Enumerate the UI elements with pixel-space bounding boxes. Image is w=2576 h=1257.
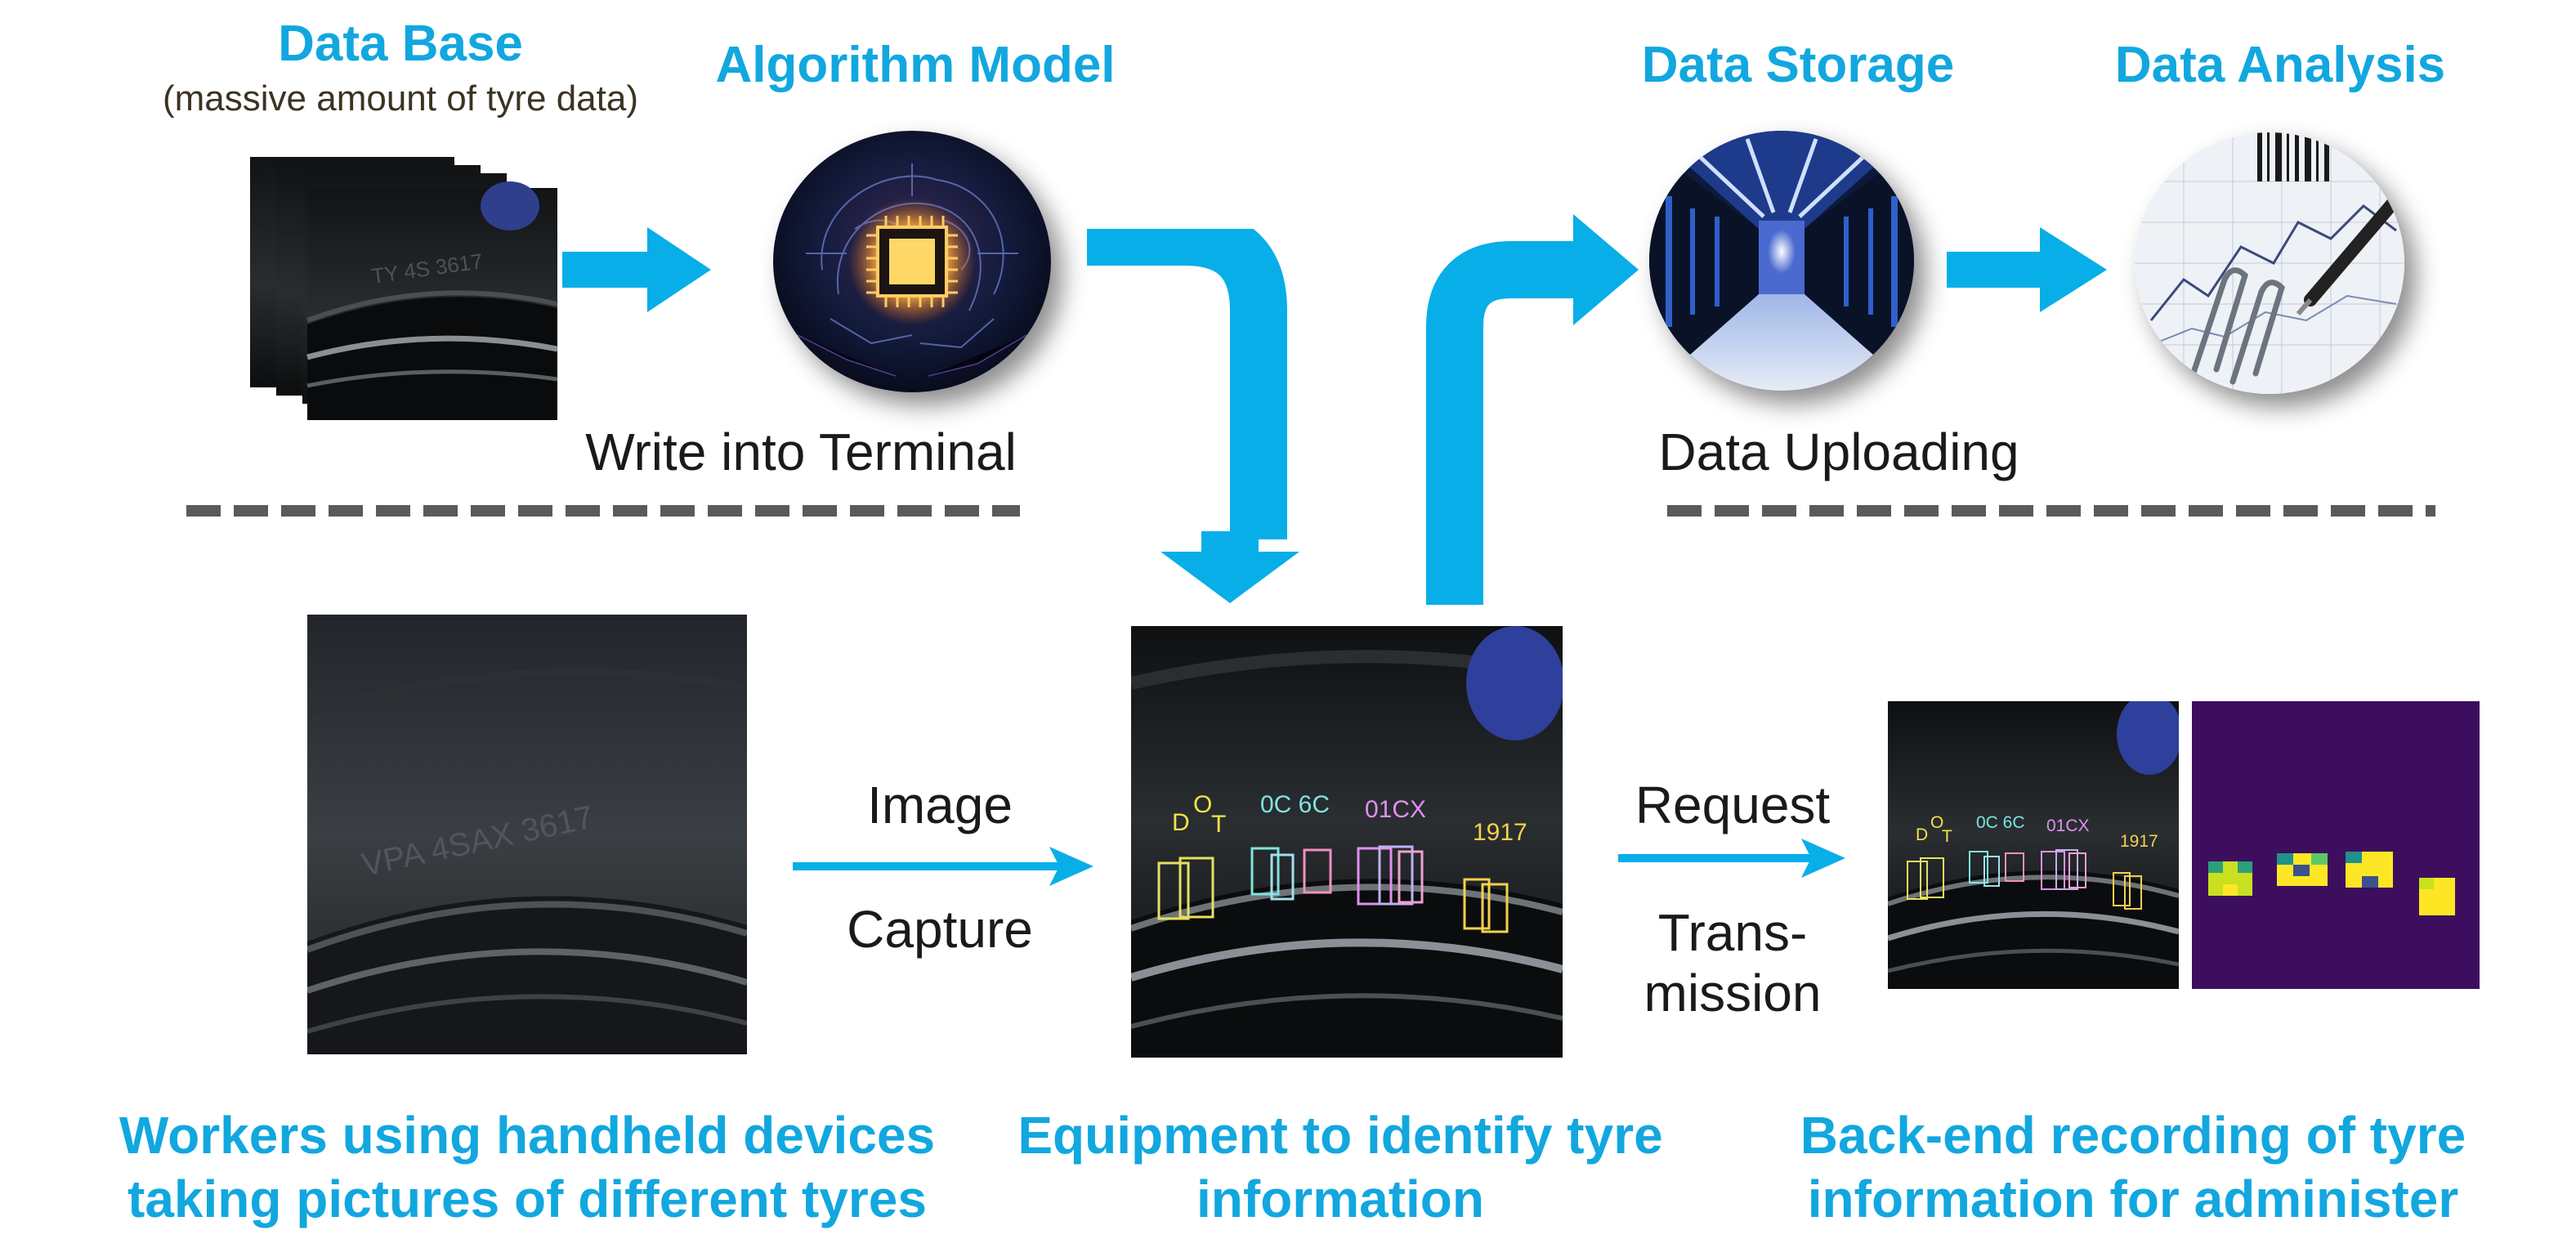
- data-storage-image: [1649, 131, 1914, 391]
- be-dot-o: O: [1930, 813, 1943, 832]
- workers-caption-line2: taking pictures of different tyres: [127, 1170, 927, 1228]
- analysis-title: Data Analysis: [2114, 37, 2446, 93]
- be-dot-t: T: [1942, 827, 1952, 846]
- dashed-divider-left: [186, 505, 1020, 517]
- eq-box-o: [1178, 857, 1214, 919]
- write-into-terminal-label: Write into Terminal: [585, 423, 1017, 481]
- be-group3-text: 01CX: [2046, 816, 2090, 835]
- eq-box-1c: [1378, 845, 1414, 906]
- eq-box-6c: [1303, 848, 1332, 894]
- worker-tyre-photo: VPA 4SAX 3617: [307, 615, 747, 1054]
- be-group2-text: 0C 6C: [1976, 813, 2025, 832]
- backend-caption-line1: Back-end recording of tyre: [1800, 1106, 2466, 1165]
- algorithm-title: Algorithm Model: [715, 37, 1116, 93]
- algorithm-model-image: [773, 131, 1051, 392]
- eq-box-01: [1357, 847, 1393, 906]
- eq-dot-t: T: [1211, 811, 1226, 838]
- heatmap-block-3: [2346, 852, 2393, 888]
- database-subtitle: (massive amount of tyre data): [162, 78, 638, 119]
- eq-group3-text: 01CX: [1365, 796, 1426, 823]
- data-uploading-label: Data Uploading: [1658, 423, 2019, 481]
- request-label: Request: [1635, 776, 1831, 834]
- eq-group4-text: 1917: [1473, 819, 1527, 846]
- transmission-label-line1: Trans-: [1657, 903, 1808, 962]
- transmission-label-line2: mission: [1644, 964, 1822, 1022]
- heatmap-block-4: [2419, 878, 2455, 915]
- equipment-tyre-photo: D O T 0C 6C 01CX 1917: [1131, 626, 1563, 1058]
- be-group4-text: 1917: [2120, 832, 2158, 851]
- eq-dot-d: D: [1172, 809, 1190, 836]
- equipment-caption-line2: information: [1196, 1170, 1484, 1228]
- eq-box-d: [1157, 861, 1190, 920]
- eq-box-17: [1481, 883, 1509, 933]
- eq-box-19: [1463, 878, 1491, 930]
- arrow-storage-to-analysis: [1947, 227, 2107, 312]
- arrow-database-to-algorithm: [562, 227, 711, 312]
- eq-dot-o: O: [1193, 791, 1212, 818]
- equipment-caption: Equipment to identify tyre information: [964, 1103, 1716, 1231]
- arrow-algorithm-to-equipment: [1087, 229, 1299, 603]
- image-capture-label-line1: Image: [867, 776, 1013, 834]
- backend-tyre-photo: D O T 0C 6C 01CX 1917: [1888, 701, 2179, 989]
- arrow-equipment-to-storage: [1426, 214, 1639, 605]
- backend-caption-line2: information for administer: [1807, 1170, 2459, 1228]
- arrow-image-capture: [793, 847, 1093, 886]
- heatmap-block-2: [2277, 853, 2328, 886]
- workers-caption-line1: Workers using handheld devices: [119, 1106, 936, 1165]
- database-title: Data Base: [278, 16, 523, 72]
- stack-card-front: TY 4S 3617: [306, 181, 558, 420]
- eq-group2-text: 0C 6C: [1260, 791, 1330, 818]
- heatmap-block-1: [2208, 861, 2252, 896]
- be-dot-d: D: [1916, 825, 1928, 844]
- arrow-request-transmission: [1618, 839, 1845, 878]
- database-image-stack: TY 4S 3617: [250, 157, 561, 420]
- equipment-caption-line1: Equipment to identify tyre: [1017, 1106, 1663, 1165]
- backend-caption: Back-end recording of tyre information f…: [1757, 1103, 2509, 1231]
- backend-heatmap: [2192, 701, 2480, 989]
- storage-title: Data Storage: [1641, 37, 1955, 93]
- dashed-divider-right: [1667, 505, 2435, 517]
- workers-caption: Workers using handheld devices taking pi…: [74, 1103, 981, 1231]
- image-capture-label-line2: Capture: [847, 900, 1033, 959]
- eq-box-x: [1398, 850, 1424, 904]
- eq-box-0: [1250, 847, 1280, 896]
- eq-box-c: [1270, 853, 1295, 901]
- data-analysis-image: [2135, 132, 2404, 394]
